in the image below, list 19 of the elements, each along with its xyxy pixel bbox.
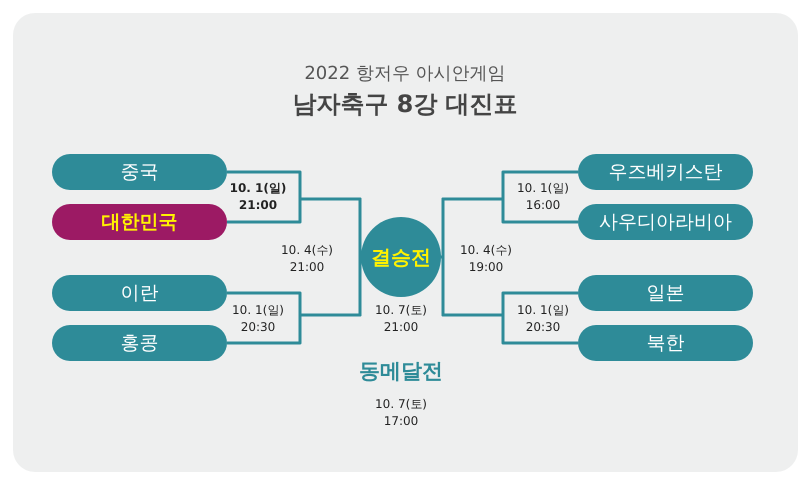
subtitle: 2022 항저우 아시안게임 — [303, 62, 507, 86]
team-pill: 북한 — [578, 325, 753, 361]
match-heading: 동메달전 — [358, 358, 444, 385]
team-pill: 이란 — [52, 275, 227, 311]
team-pill: 우즈베키스탄 — [578, 154, 753, 190]
match-date: 10. 4(수) 19:00 — [459, 242, 513, 276]
team-pill: 사우디아라비아 — [578, 204, 753, 240]
match-date: 10. 1(일) 20:30 — [231, 302, 285, 336]
match-date: 10. 1(일) 21:00 — [228, 180, 288, 214]
team-pill: 홍콩 — [52, 325, 227, 361]
team-pill: 대한민국 — [52, 204, 227, 240]
title: 남자축구 8강 대진표 — [291, 89, 519, 120]
team-pill: 일본 — [578, 275, 753, 311]
match-date: 10. 1(일) 16:00 — [516, 180, 570, 214]
match-date: 10. 7(토) 21:00 — [374, 302, 428, 336]
match-date: 10. 7(토) 17:00 — [374, 396, 428, 430]
match-date: 10. 1(일) 20:30 — [516, 302, 570, 336]
team-pill: 중국 — [52, 154, 227, 190]
match-date: 10. 4(수) 21:00 — [280, 242, 334, 276]
